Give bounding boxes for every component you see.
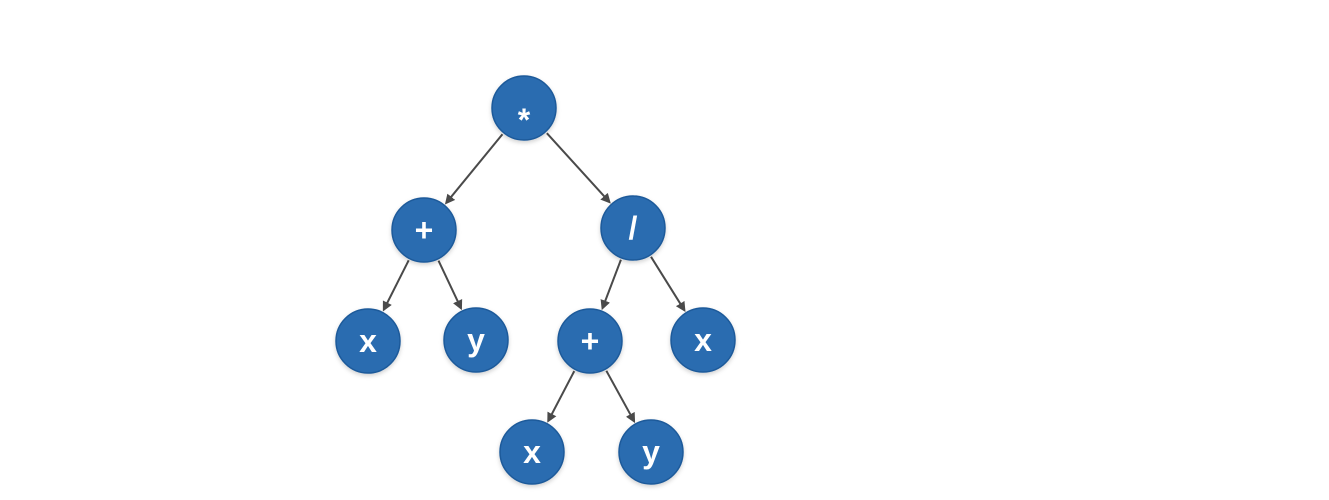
tree-node-y-inner: y (618, 419, 684, 485)
node-circle (670, 307, 736, 373)
edge-divide-to-x-right (650, 256, 686, 313)
nodes-layer: * + / x y + x x y (335, 75, 736, 485)
node-label: / (629, 210, 638, 246)
node-label: + (415, 212, 434, 248)
node-label: x (359, 323, 377, 359)
node-circle (491, 75, 557, 141)
node-label: x (523, 434, 541, 470)
tree-node-x-left: x (335, 308, 401, 374)
node-label: x (694, 322, 712, 358)
node-label: + (581, 323, 600, 359)
edge-root-to-divide (546, 132, 611, 204)
node-circle (499, 419, 565, 485)
tree-node-x-right: x (670, 307, 736, 373)
node-label: * (518, 102, 531, 138)
node-label: y (642, 434, 660, 470)
node-circle (600, 195, 666, 261)
tree-node-divide: / (600, 195, 666, 261)
tree-node-x-inner: x (499, 419, 565, 485)
edge-plus-inner-to-x-inner (547, 370, 576, 423)
tree-node-plus-inner: + (557, 308, 623, 374)
tree-node-root: * (491, 75, 557, 141)
edge-divide-to-plus-inner (600, 259, 622, 311)
tree-node-plus-left: + (391, 197, 457, 263)
edge-plus-inner-to-y-inner (605, 370, 636, 424)
node-circle (557, 308, 623, 374)
node-circle (391, 197, 457, 263)
edges-layer (382, 132, 686, 424)
edge-plus-left-to-x-left (382, 259, 410, 312)
node-label: y (467, 322, 485, 358)
node-circle (443, 307, 509, 373)
edge-root-to-plus-left (444, 133, 504, 205)
tree-node-y-left: y (443, 307, 509, 373)
node-circle (335, 308, 401, 374)
edge-plus-left-to-y-left (437, 260, 463, 311)
node-circle (618, 419, 684, 485)
